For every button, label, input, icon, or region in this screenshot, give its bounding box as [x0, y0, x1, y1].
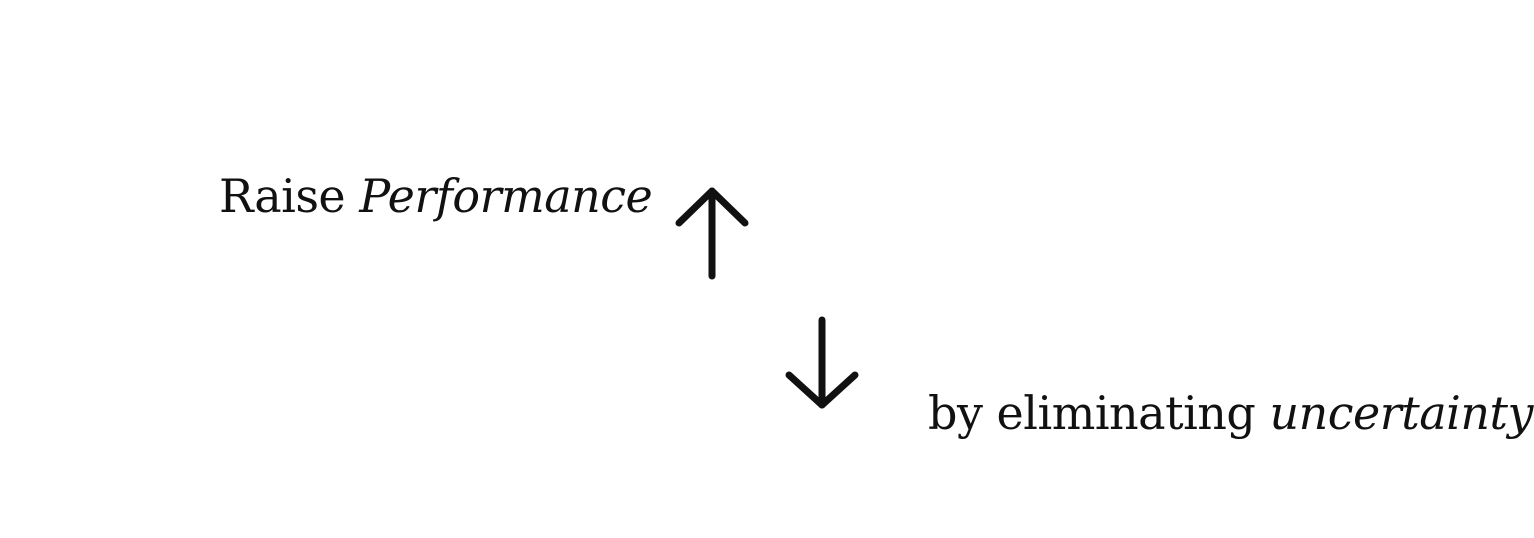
- arrow-down-icon: [782, 313, 862, 413]
- headline-eliminating-words: by eliminating: [928, 386, 1270, 440]
- headline-raise-performance: Raise Performance: [219, 173, 653, 219]
- headline-raise-word: Raise: [219, 169, 360, 223]
- arrow-up-icon: [672, 183, 752, 283]
- headline-uncertainty-word: uncertainty: [1269, 386, 1533, 440]
- headline-performance-word: Performance: [359, 169, 653, 223]
- headline-eliminating-uncertainty: by eliminating uncertainty: [928, 390, 1533, 436]
